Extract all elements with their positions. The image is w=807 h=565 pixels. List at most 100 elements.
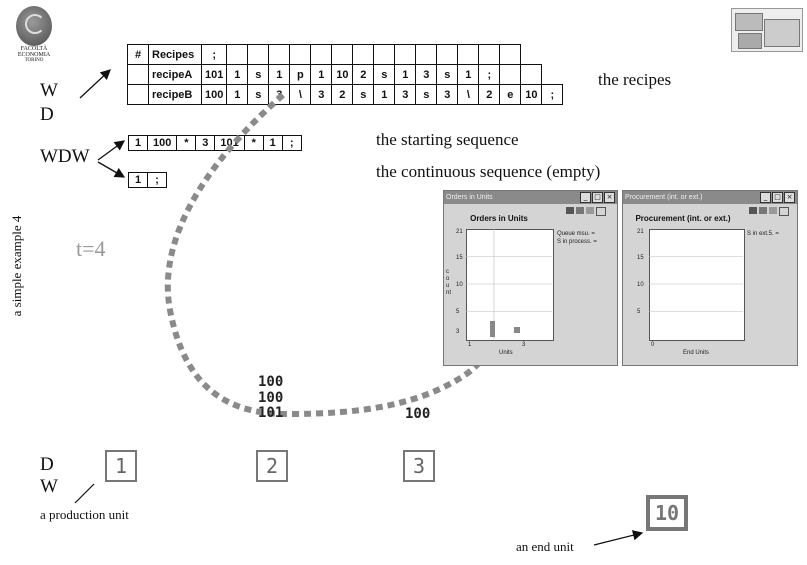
table-cell: 1 — [268, 64, 291, 85]
zoom-icon[interactable] — [779, 207, 789, 216]
y-tick: 21 — [637, 229, 644, 235]
w-label-top: W — [40, 80, 58, 101]
print-icon[interactable] — [566, 207, 574, 214]
table-header-cell: ; — [200, 44, 228, 65]
table-cell: 1 — [226, 84, 249, 105]
table-cell: 2 — [331, 84, 354, 105]
production-unit-2[interactable]: 2 — [256, 450, 288, 482]
settings-icon[interactable] — [586, 207, 594, 214]
y-tick: 5 — [456, 309, 460, 315]
window-titlebar[interactable]: Orders in Units _ □ × — [444, 191, 617, 204]
logo-line-3: TORINO — [24, 58, 44, 63]
y-tick: 5 — [637, 309, 641, 315]
table-cell: e — [499, 84, 522, 105]
maximize-icon[interactable]: □ — [592, 192, 603, 203]
y-tick: 21 — [456, 229, 463, 235]
close-icon[interactable]: × — [604, 192, 615, 203]
arrow-to-end-unit — [593, 530, 644, 546]
x-axis-label: Units — [499, 350, 513, 356]
plot-toolbar — [566, 207, 606, 216]
minimize-icon[interactable]: _ — [580, 192, 591, 203]
table-cell: 3 — [394, 84, 417, 105]
orders-in-units-window[interactable]: Orders in Units _ □ × Orders in Units Qu… — [443, 190, 618, 366]
time-label: t=4 — [76, 236, 106, 261]
starting-sequence-caption: the starting sequence — [376, 130, 519, 149]
x-axis-label: End Units — [683, 350, 710, 356]
sequence-cell: ; — [289, 137, 294, 149]
window-title: Orders in Units — [446, 194, 493, 201]
plot-toolbar — [749, 207, 789, 216]
d-label-bottom: D — [40, 454, 54, 475]
y-tick: 15 — [456, 255, 463, 261]
table-cell: p — [289, 64, 312, 85]
logo-line-1: FACOLTÀ — [20, 46, 48, 52]
continuous-sequence: 1 ; — [128, 172, 167, 188]
end-unit-caption: an end unit — [516, 539, 574, 554]
table-cell: 2 — [352, 64, 375, 85]
table-cell: 1 — [457, 64, 480, 85]
logo-emblem-icon — [16, 6, 52, 46]
table-cell: s — [247, 84, 270, 105]
print-icon[interactable] — [749, 207, 757, 214]
table-cell: 1 — [226, 64, 249, 85]
table-cell: recipeB — [148, 84, 202, 105]
orders-bar-1 — [490, 321, 495, 337]
table-cell: 3 — [310, 84, 333, 105]
table-cell: 3 — [436, 84, 459, 105]
table-cell: s — [352, 84, 375, 105]
table-header-cell: # — [127, 44, 149, 65]
plot-title: Procurement (int. or ext.) — [635, 214, 731, 223]
procurement-window[interactable]: Procurement (int. or ext.) _ □ × Procure… — [622, 190, 798, 366]
table-cell: 3 — [415, 64, 438, 85]
sequence-cell: 100 — [148, 136, 178, 150]
close-icon[interactable]: × — [784, 192, 795, 203]
production-unit-caption: a production unit — [40, 507, 129, 522]
d-label-top: D — [40, 104, 54, 125]
table-cell: ; — [541, 84, 564, 105]
production-unit-1[interactable]: 1 — [105, 450, 137, 482]
window-titlebar[interactable]: Procurement (int. or ext.) _ □ × — [623, 191, 797, 204]
table-cell: 10 — [331, 64, 354, 85]
window-title: Procurement (int. or ext.) — [625, 194, 703, 201]
starting-sequence: 1 100 * 3 101 * 1 ; — [128, 135, 302, 151]
table-cell: s — [415, 84, 438, 105]
settings-icon[interactable] — [769, 207, 777, 214]
table-header-cell: Recipes — [148, 44, 202, 65]
minimize-icon[interactable]: _ — [760, 192, 771, 203]
end-unit-10[interactable]: 10 — [646, 495, 688, 531]
sequence-cell: 3 — [196, 136, 216, 150]
logo-line-2: ECONOMIA — [17, 52, 51, 58]
flow-number-2: 100 — [258, 390, 284, 406]
recipes-header-row: # Recipes ; — [127, 44, 563, 65]
sequence-cell: * — [245, 136, 264, 150]
data-icon[interactable] — [576, 207, 584, 214]
procurement-plot-grid — [649, 256, 743, 312]
sequence-cell: 101 — [215, 136, 245, 150]
table-cell: s — [247, 64, 270, 85]
data-icon[interactable] — [759, 207, 767, 214]
flow-number-1: 100 — [258, 374, 284, 390]
table-cell: 3 — [268, 84, 291, 105]
maximize-icon[interactable]: □ — [772, 192, 783, 203]
production-unit-3[interactable]: 3 — [403, 450, 435, 482]
zoom-icon[interactable] — [596, 207, 606, 216]
faculty-logo: FACOLTÀ ECONOMIA TORINO — [10, 6, 58, 66]
side-caption: a simple example 4 — [9, 215, 24, 317]
table-cell: recipeA — [148, 64, 202, 85]
x-tick: 1 — [468, 342, 472, 348]
table-cell: 101 — [200, 64, 228, 85]
sequence-cell: * — [177, 136, 197, 150]
arrow-to-recipes — [79, 69, 111, 99]
arrow-to-production-unit — [74, 483, 95, 504]
table-cell: 100 — [200, 84, 228, 105]
x-tick: 0 — [651, 342, 655, 348]
y-axis-label: count — [446, 269, 452, 296]
plot-title: Orders in Units — [470, 214, 528, 223]
table-cell: 1 — [394, 64, 417, 85]
orders-plot-area — [466, 229, 554, 341]
table-cell: \ — [457, 84, 480, 105]
ext-status: S in ext.5. = — [747, 231, 779, 237]
y-tick: 10 — [456, 282, 463, 288]
orders-bar-2 — [514, 327, 520, 333]
sequence-cell: 1 — [264, 136, 283, 150]
